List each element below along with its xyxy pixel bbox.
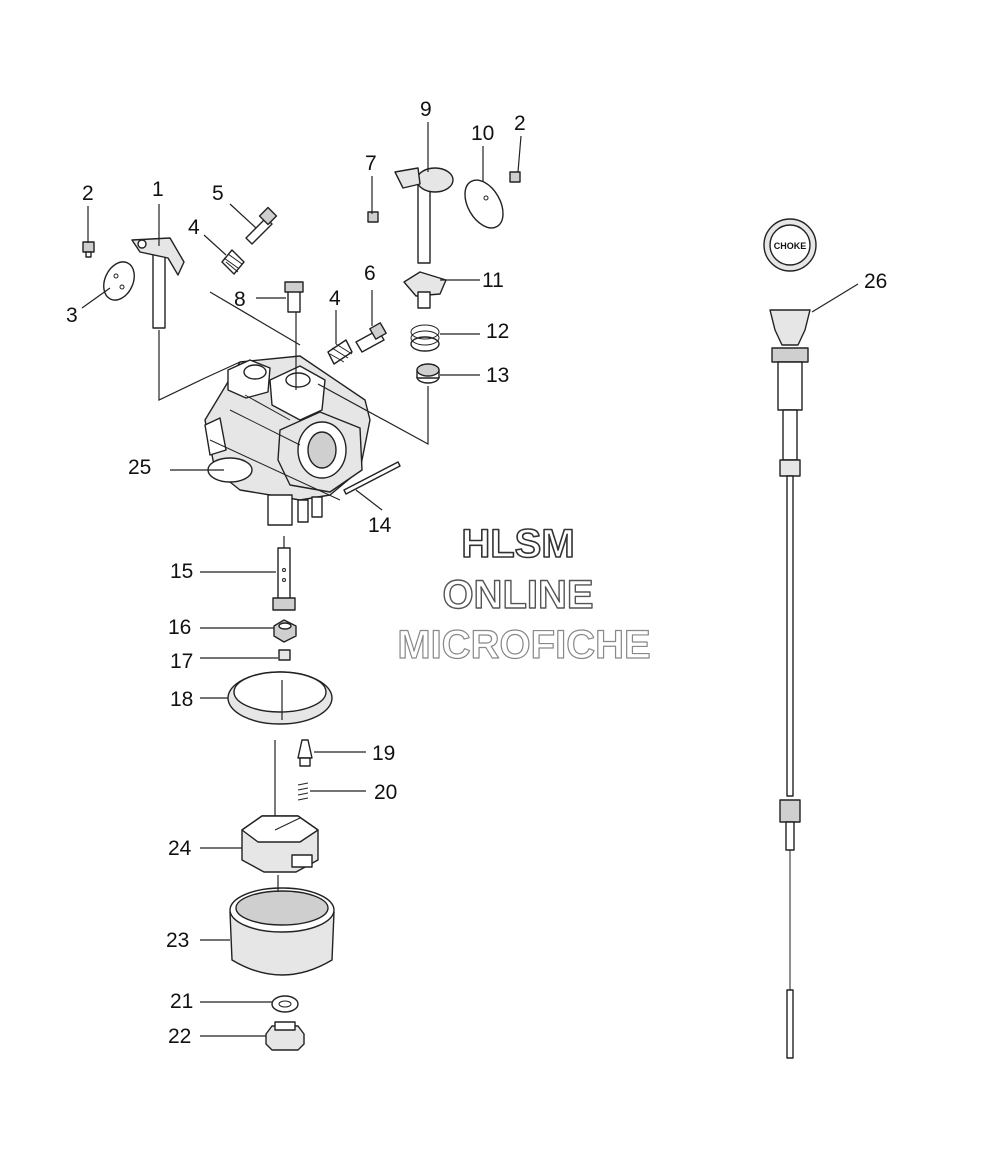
callout-26: 26 bbox=[864, 270, 887, 293]
callout-16: 16 bbox=[168, 616, 191, 639]
float bbox=[241, 815, 319, 873]
callout-5: 5 bbox=[212, 182, 224, 205]
callout-23: 23 bbox=[166, 929, 189, 952]
spring-lower bbox=[327, 339, 353, 365]
watermark-line-2: ONLINE bbox=[442, 573, 593, 617]
callout-9: 9 bbox=[420, 98, 432, 121]
float-pin bbox=[343, 461, 401, 495]
leader-lines bbox=[81, 122, 859, 1037]
callout-17: 17 bbox=[170, 650, 193, 673]
callout-4: 4 bbox=[329, 287, 341, 310]
callout-21: 21 bbox=[170, 990, 193, 1013]
callout-1: 1 bbox=[152, 178, 164, 201]
callout-18: 18 bbox=[170, 688, 193, 711]
idle-mixture-screw bbox=[245, 206, 278, 245]
callout-3: 3 bbox=[66, 304, 78, 327]
callout-12: 12 bbox=[486, 320, 509, 343]
choke-seal bbox=[416, 363, 440, 384]
bowl-nut bbox=[265, 1021, 305, 1051]
callout-24: 24 bbox=[168, 837, 192, 860]
callout-19: 19 bbox=[372, 742, 395, 765]
callout-15: 15 bbox=[170, 560, 193, 583]
callout-8: 8 bbox=[234, 288, 246, 311]
throttle-shaft bbox=[131, 237, 185, 329]
callout-7: 7 bbox=[365, 152, 377, 175]
callout-13: 13 bbox=[486, 364, 509, 387]
choke-lever bbox=[403, 271, 447, 309]
float-bowl-gasket bbox=[227, 671, 333, 725]
throttle-plate bbox=[103, 261, 135, 301]
callout-6: 6 bbox=[364, 262, 376, 285]
callout-2: 2 bbox=[514, 112, 526, 135]
callout-2: 2 bbox=[82, 182, 94, 205]
carburetor-body bbox=[204, 355, 371, 526]
watermark: HLSM ONLINE MICROFICHE bbox=[397, 521, 652, 667]
jet-seat bbox=[278, 649, 291, 661]
callout-4: 4 bbox=[188, 216, 200, 239]
callout-22: 22 bbox=[168, 1025, 191, 1048]
callout-labels: 1 2 2 3 4 4 5 6 7 8 9 10 11 12 13 14 15 … bbox=[66, 98, 887, 1048]
choke-knob-label: CHOKE bbox=[774, 241, 807, 251]
choke-plate bbox=[464, 179, 504, 229]
throttle-plate-screw bbox=[82, 241, 95, 258]
callout-14: 14 bbox=[368, 514, 392, 537]
needle-spring bbox=[297, 782, 309, 801]
choke-cable: CHOKE bbox=[763, 218, 817, 1059]
callout-25: 25 bbox=[128, 456, 151, 479]
inlet-needle bbox=[297, 739, 313, 767]
choke-screw-right bbox=[509, 171, 521, 183]
spring-upper bbox=[221, 249, 245, 275]
bowl-washer bbox=[271, 995, 299, 1013]
emulsion-tube bbox=[272, 547, 296, 611]
idle-speed-screw bbox=[284, 281, 304, 313]
watermark-line-3: MICROFICHE bbox=[397, 623, 650, 667]
choke-return-spring bbox=[410, 324, 440, 352]
float-bowl bbox=[229, 887, 335, 976]
throttle-stop-screw bbox=[355, 322, 387, 353]
callout-20: 20 bbox=[374, 781, 397, 804]
watermark-line-1: HLSM bbox=[461, 522, 574, 566]
choke-screw-left bbox=[367, 211, 379, 223]
main-jet bbox=[273, 619, 297, 643]
callout-11: 11 bbox=[482, 269, 504, 292]
choke-shaft bbox=[394, 167, 454, 264]
callout-10: 10 bbox=[471, 122, 494, 145]
